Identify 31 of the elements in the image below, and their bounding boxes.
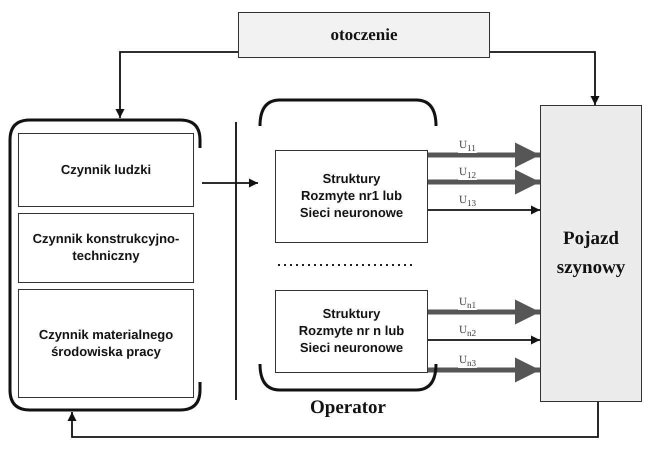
process-box	[18, 289, 194, 398]
arrow	[490, 51, 600, 105]
edge-label: U$_{12}$	[458, 167, 478, 180]
edge-label: U$_{n1}$	[458, 297, 478, 310]
box-label: Czynnik ludzki	[60, 162, 152, 178]
edge-label: U$_{13}$	[458, 195, 478, 208]
arrow	[428, 142, 540, 168]
edge-label: U$_{11}$	[458, 140, 477, 154]
arrow	[428, 336, 540, 344]
group-heading: Operator	[310, 397, 386, 418]
edge-label: U$_{n2}$	[458, 325, 478, 338]
box-label: Czynnik konstrukcyjno-techniczny	[32, 231, 180, 265]
process-box	[275, 150, 428, 243]
arrow	[428, 170, 540, 194]
arrow	[428, 358, 540, 382]
box-label: Struktury Rozmyte nr n lub Sieci neuronowe	[298, 306, 406, 357]
arrow	[116, 51, 238, 118]
node-box	[540, 105, 642, 402]
arrow	[428, 206, 540, 214]
box-label: Struktury Rozmyte nr1 lub Sieci neuronowe	[298, 171, 404, 222]
box-label: Pojazd szynowy	[556, 227, 626, 280]
arrow	[68, 402, 599, 438]
process-box	[275, 290, 428, 373]
process-box	[18, 133, 194, 207]
box-label: otoczenie	[329, 24, 399, 46]
arrow	[202, 178, 258, 188]
box-label: Czynnik materialnego środowiska pracy	[38, 326, 174, 360]
edge-label: U$_{n3}$	[458, 355, 478, 368]
node-box	[238, 12, 490, 58]
arrow	[428, 300, 540, 324]
process-box	[18, 213, 194, 283]
